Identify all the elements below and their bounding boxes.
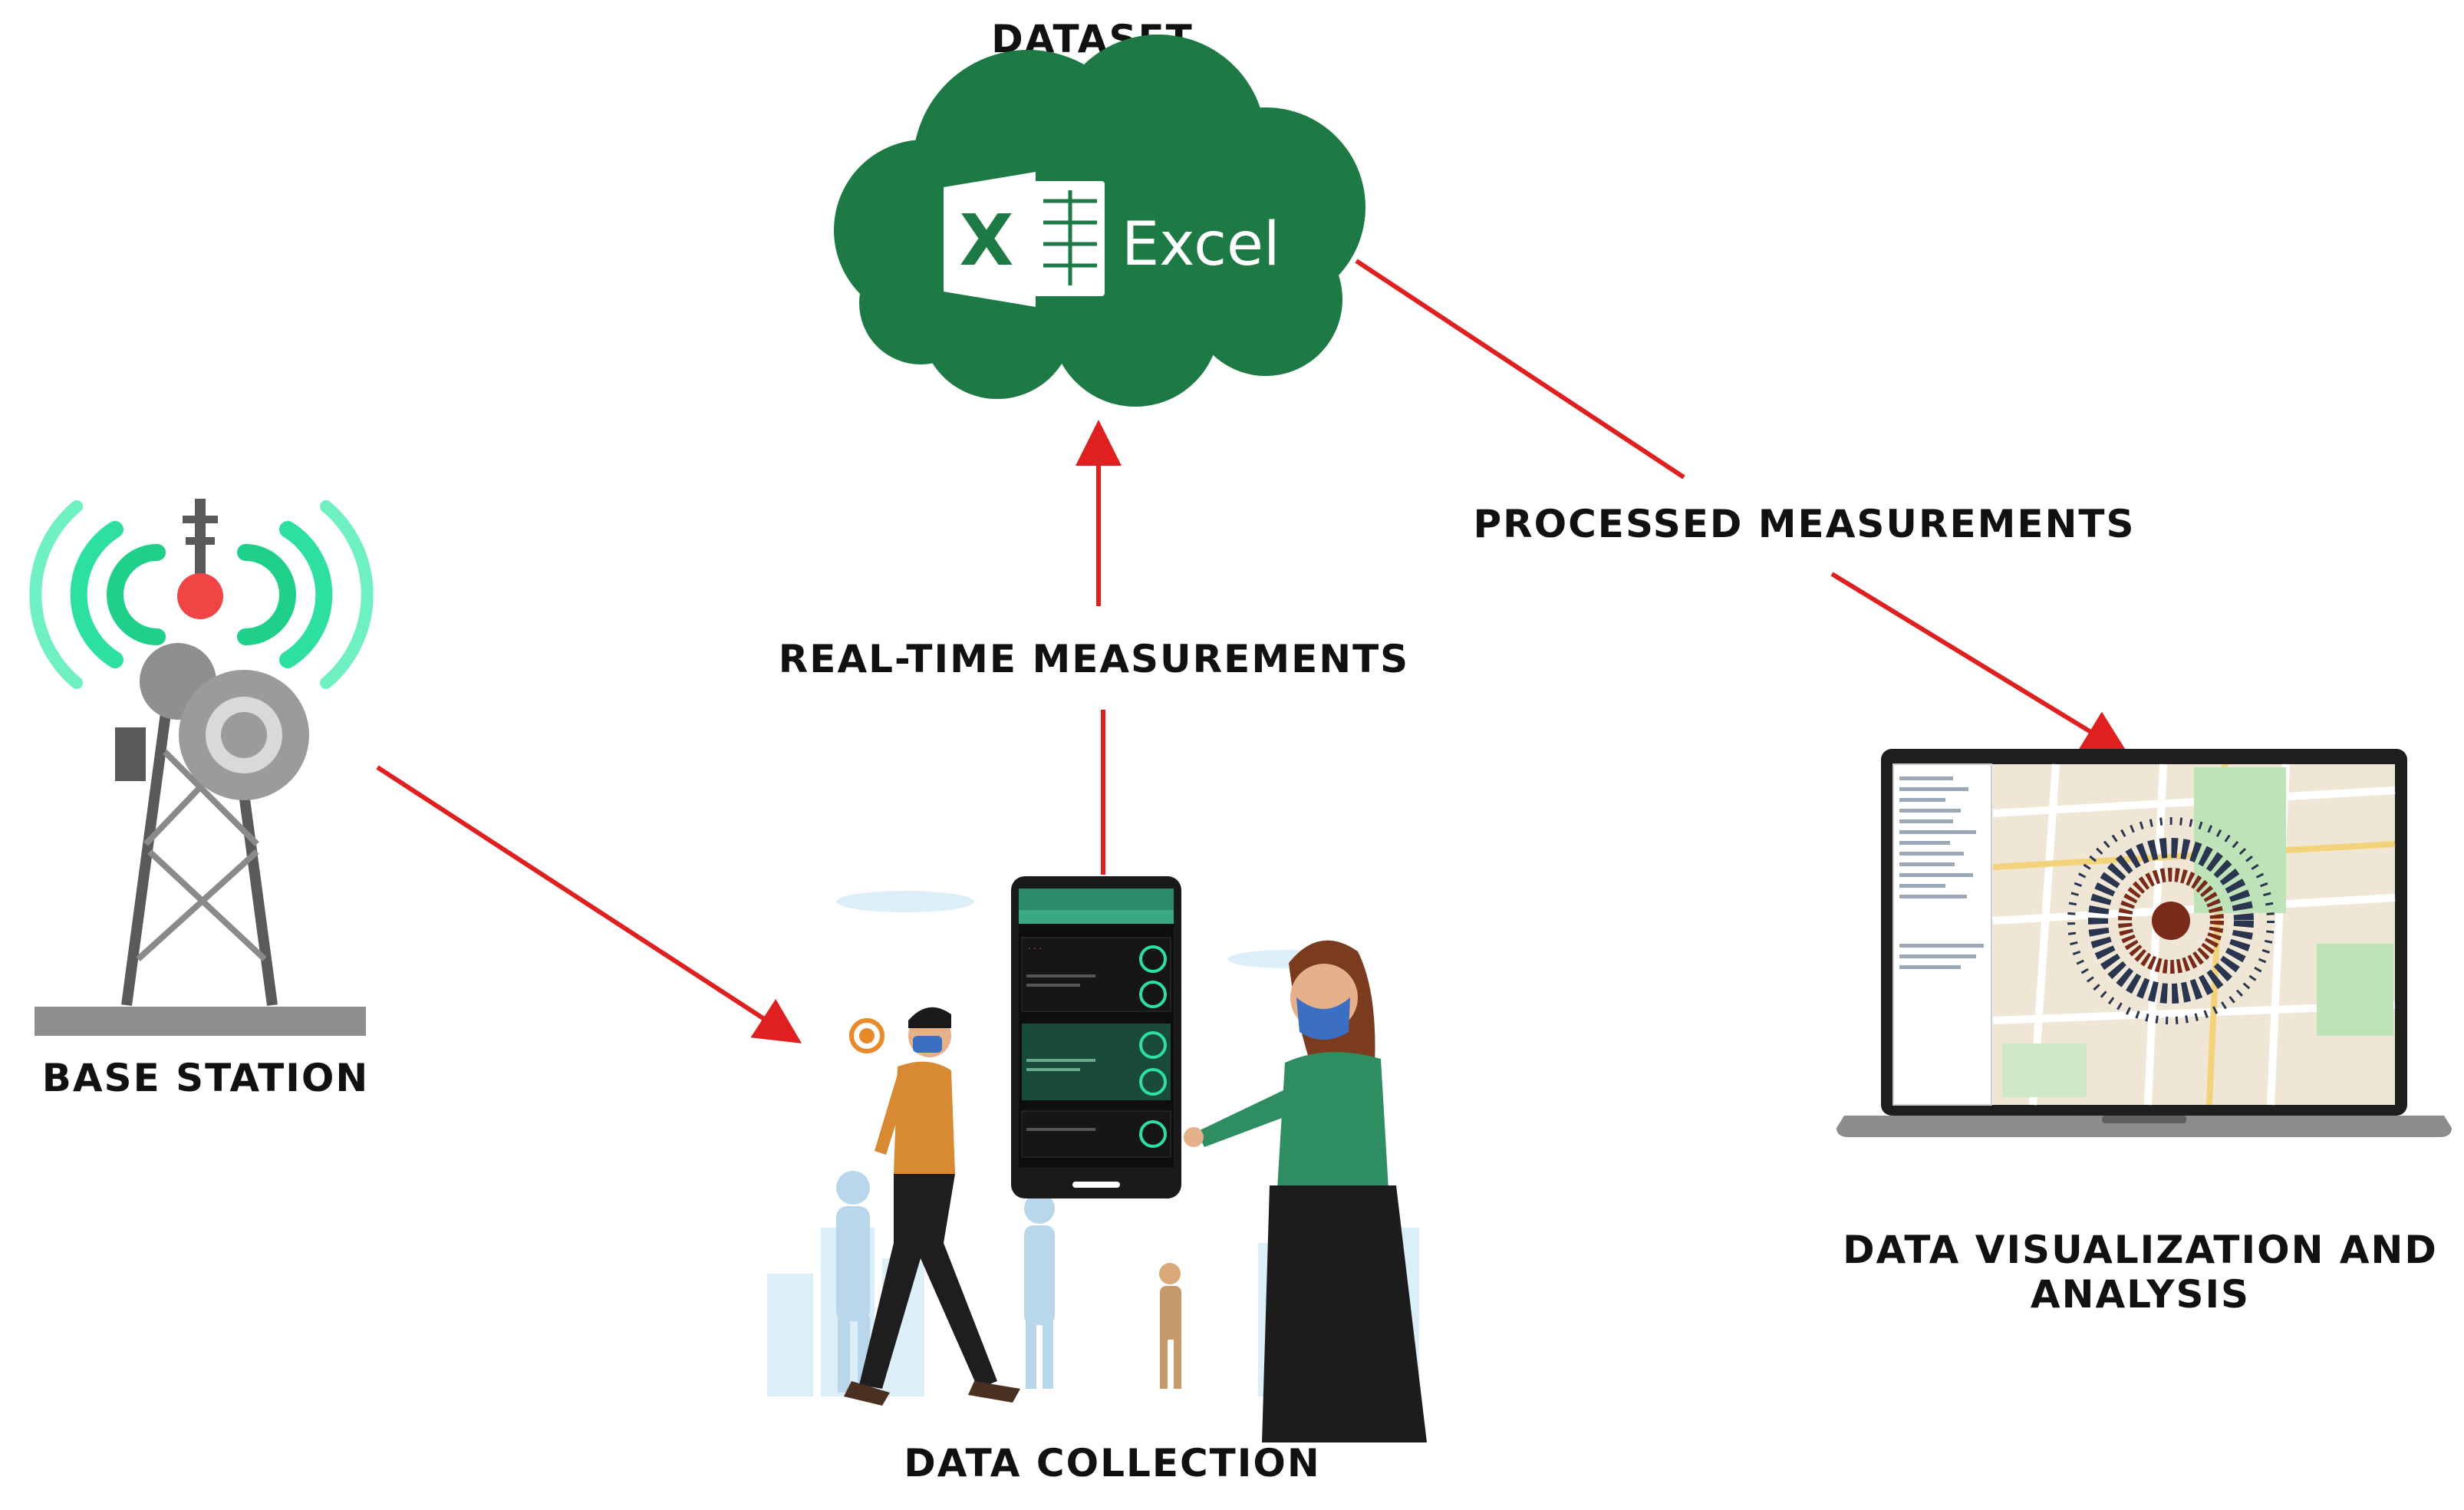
smartphone-icon: · · · — [1011, 876, 1181, 1198]
map-icon — [1992, 763, 2396, 1106]
processed-label: PROCESSED MEASUREMENTS — [1473, 502, 2135, 546]
visualization-label-line2: ANALYSIS — [2031, 1272, 2250, 1317]
small-walker — [1159, 1263, 1181, 1389]
arrow-base-to-collection — [376, 765, 802, 1043]
svg-text:· · ·: · · · — [1028, 944, 1041, 954]
base-station-label: BASE STATION — [42, 1056, 370, 1100]
data-collection-label: DATA COLLECTION — [904, 1441, 1320, 1485]
real-time-label: REAL-TIME MEASUREMENTS — [779, 637, 1409, 681]
arrow-dataset-to-processed — [1355, 259, 1685, 480]
walking-man-illustration — [844, 1007, 1020, 1406]
excel-icon: X — [944, 172, 1105, 307]
arrow-processed-to-laptop — [1830, 572, 2130, 756]
layer-panel — [1892, 763, 1992, 1106]
visualization-label-line1: DATA VISUALIZATION AND — [1843, 1228, 2438, 1272]
excel-word: Excel — [1122, 210, 1280, 279]
background-people — [836, 1171, 1055, 1393]
excel-icon-letter: X — [960, 199, 1014, 282]
woman-illustration — [1184, 940, 1427, 1442]
laptop-icon — [1836, 749, 2452, 1137]
measurement-points — [2067, 817, 2275, 1024]
phone-list-card-3 — [1021, 1110, 1171, 1158]
cell-tower-icon — [29, 499, 374, 1036]
phone-list-card-2 — [1022, 1024, 1171, 1100]
phone-list-card-1: · · · — [1021, 937, 1171, 1012]
